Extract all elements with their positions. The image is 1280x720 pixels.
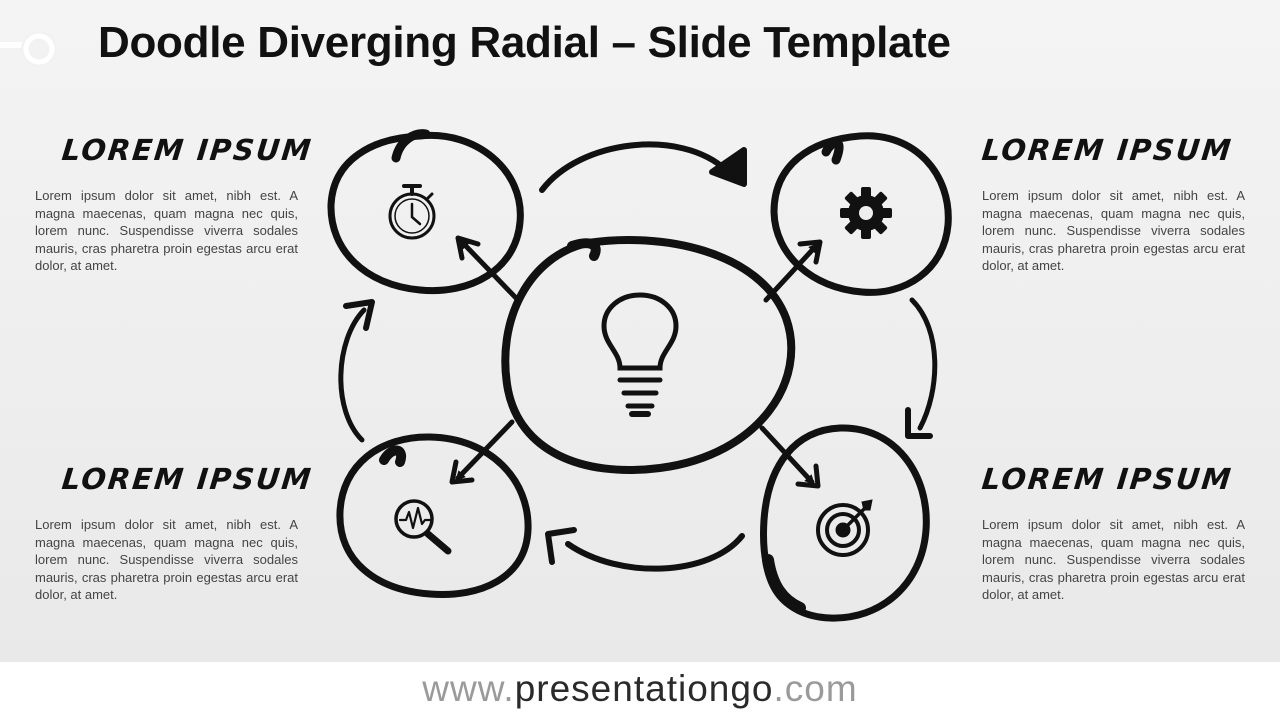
lightbulb-icon (601, 292, 679, 417)
url-suffix: .com (773, 668, 858, 709)
slide: Doodle Diverging Radial – Slide Template (0, 0, 1280, 662)
item-heading-2: LOREM IPSUM (980, 133, 1235, 167)
footer-url[interactable]: www.presentationgo.com (0, 668, 1280, 710)
item-heading-1: LOREM IPSUM (60, 133, 315, 167)
spoke-arrow-1 (459, 239, 519, 301)
node-circle-3 (336, 433, 532, 598)
target-icon (816, 499, 873, 557)
item-text-1: Lorem ipsum dolor sit amet, nibh est. A … (35, 188, 298, 274)
cycle-arrow-bottom (565, 533, 745, 572)
url-domain: presentationgo (514, 668, 774, 709)
title-badge (0, 31, 57, 67)
stopwatch-icon (388, 184, 436, 240)
item-heading-3: LOREM IPSUM (60, 462, 315, 496)
url-prefix: www. (422, 668, 515, 709)
page-title: Doodle Diverging Radial – Slide Template (98, 18, 951, 67)
analysis-magnifier-icon (394, 499, 452, 555)
item-text-3: Lorem ipsum dolor sit amet, nibh est. A … (35, 517, 298, 603)
footer: www.presentationgo.com (0, 662, 1280, 720)
cycle-arrow-right (909, 297, 938, 431)
cycle-arrow-top (539, 141, 729, 193)
spoke-arrow-3 (455, 419, 515, 481)
item-text-2: Lorem ipsum dolor sit amet, nibh est. A … (982, 188, 1245, 274)
node-circle-4 (760, 424, 930, 622)
node-circle-2 (770, 132, 952, 296)
item-heading-4: LOREM IPSUM (980, 462, 1235, 496)
cycle-arrow-left (338, 307, 367, 443)
center-circle (501, 236, 796, 474)
item-text-4: Lorem ipsum dolor sit amet, nibh est. A … (982, 517, 1245, 603)
radial-diagram (327, 129, 952, 622)
gear-icon (840, 187, 892, 239)
node-circle-1 (327, 131, 524, 295)
spoke-arrow-2 (763, 243, 819, 303)
spoke-arrow-4 (759, 425, 815, 485)
